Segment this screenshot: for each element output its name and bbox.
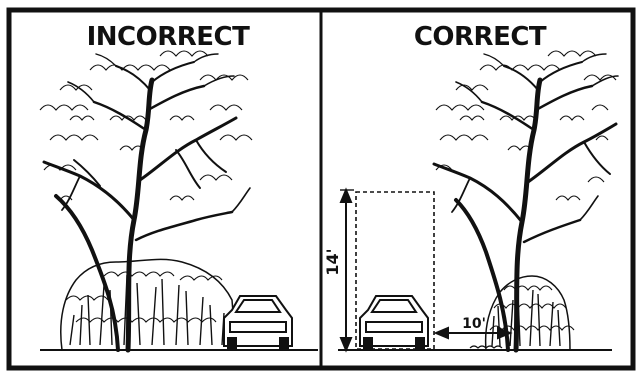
height-label: 14': [323, 248, 342, 275]
distance-label: 10': [462, 316, 486, 332]
incorrect-title: INCORRECT: [18, 22, 318, 52]
correct-title: CORRECT: [330, 22, 630, 52]
